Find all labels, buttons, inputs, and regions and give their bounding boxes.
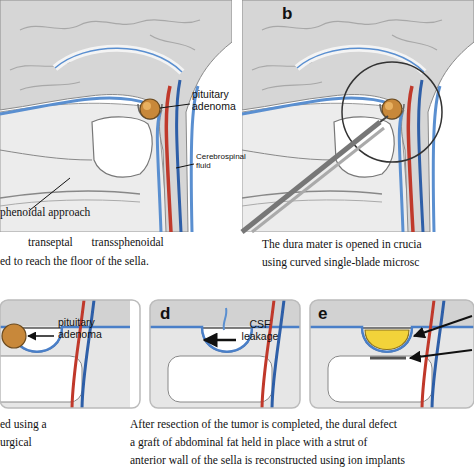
- caption-text: using curved single-blade microsc: [262, 256, 419, 269]
- anatomy-label: pituitary adenoma: [58, 316, 110, 340]
- caption-text: The dura mater is opened in crucia: [262, 238, 422, 251]
- caption-text: urgical: [0, 436, 32, 449]
- caption-text: a graft of abdominal fat held in place w…: [130, 436, 367, 449]
- panel-letter: e: [318, 304, 327, 324]
- caption-text: phenoidal approach: [0, 206, 90, 219]
- caption-text: anterior wall of the sella is reconstruc…: [130, 454, 405, 467]
- anatomy-label: CSF leakage: [238, 318, 282, 342]
- caption-text: transeptal transsphenoidal: [28, 236, 164, 249]
- anatomy-label: Cerebrospinal fluid: [196, 152, 252, 170]
- caption-text: After resection of the tumor is complete…: [130, 418, 397, 431]
- panel-letter: d: [160, 304, 170, 324]
- caption-text: ed to reach the floor of the sella.: [0, 255, 149, 268]
- caption-text: ed using a: [0, 418, 47, 431]
- anatomy-label: pituitary adenoma: [192, 88, 244, 112]
- panel-letter: b: [282, 4, 292, 24]
